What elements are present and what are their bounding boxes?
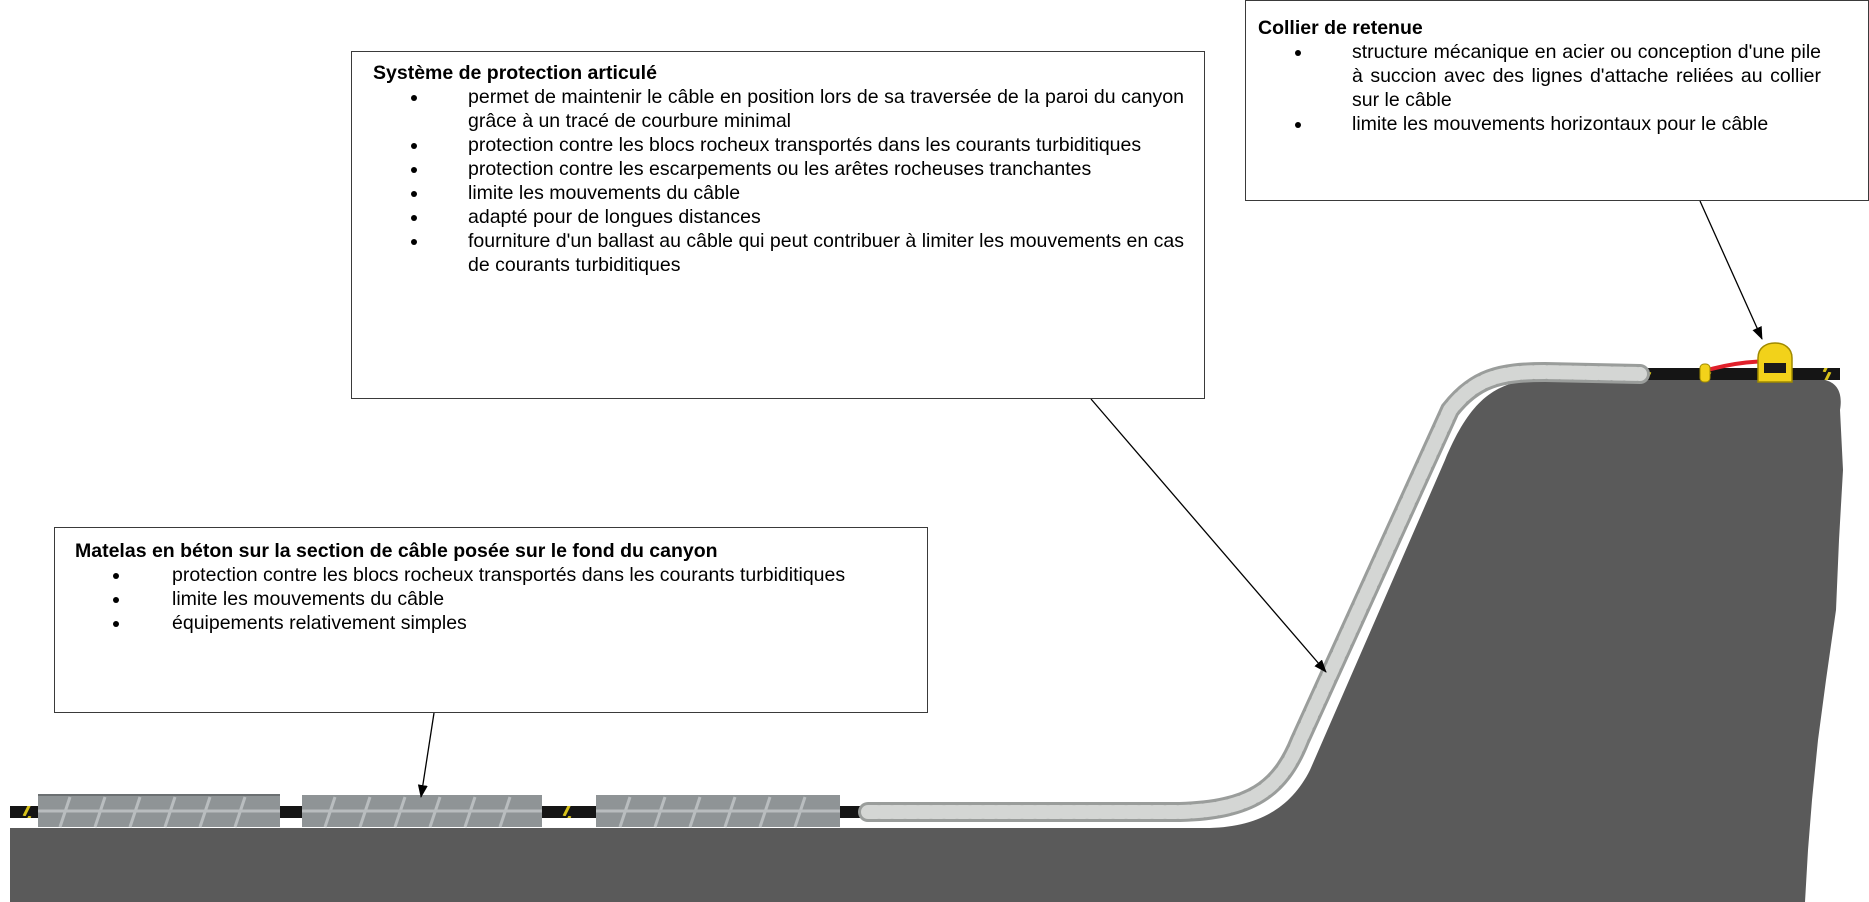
concrete-mattress-2 — [302, 795, 542, 828]
callout-concrete-mattress: Matelas en béton sur la section de câble… — [54, 527, 928, 713]
list-item: structure mécanique en acier ou concepti… — [1295, 41, 1821, 111]
cable-top — [1640, 368, 1840, 380]
leader-line-collar — [1699, 200, 1763, 340]
concrete-mattress-1 — [38, 794, 280, 828]
list-item: adapté pour de longues distances — [411, 205, 1184, 229]
leader-line-articulated — [1090, 398, 1327, 673]
list-item: limite les mouvements du câble — [411, 181, 1184, 205]
list-item: permet de maintenir le câble en position… — [411, 86, 1184, 132]
retaining-collar — [1699, 342, 1793, 383]
callout-title: Système de protection articulé — [373, 62, 657, 84]
callout-list: structure mécanique en acier ou concepti… — [1258, 40, 1821, 136]
list-item: protection contre les blocs rocheux tran… — [113, 563, 907, 587]
list-item: fourniture d'un ballast au câble qui peu… — [411, 230, 1184, 276]
list-item: protection contre les escarpements ou le… — [411, 157, 1184, 181]
leader-line-mattress — [417, 712, 435, 798]
callout-title: Collier de retenue — [1258, 17, 1423, 39]
list-item: équipements relativement simples — [113, 611, 907, 635]
callout-list: permet de maintenir le câble en position… — [373, 85, 1184, 277]
seabed — [10, 379, 1843, 902]
callout-articulated-protection: Système de protection articulé permet de… — [351, 51, 1205, 399]
concrete-mattress-3 — [596, 795, 840, 828]
articulated-protection — [858, 361, 1650, 822]
callout-title: Matelas en béton sur la section de câble… — [75, 540, 718, 562]
list-item: limite les mouvements du câble — [113, 587, 907, 611]
callout-retaining-collar: Collier de retenue structure mécanique e… — [1245, 0, 1869, 201]
callout-list: protection contre les blocs rocheux tran… — [75, 563, 907, 635]
list-item: protection contre les blocs rocheux tran… — [411, 133, 1184, 157]
list-item: limite les mouvements horizontaux pour l… — [1295, 112, 1821, 136]
